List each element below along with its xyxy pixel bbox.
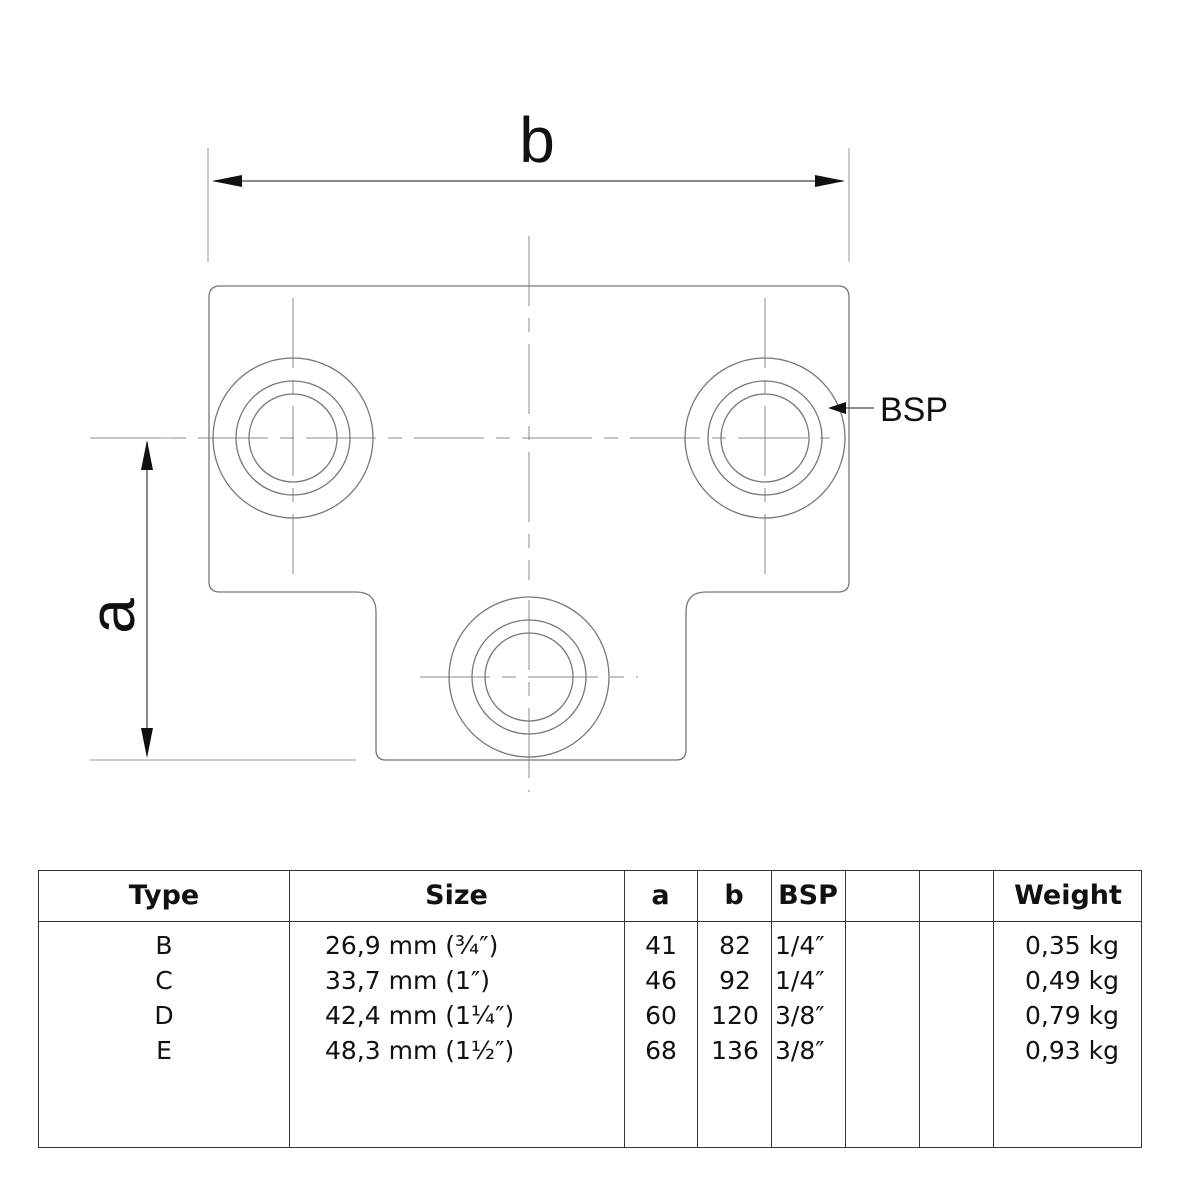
column-divider bbox=[919, 871, 920, 1147]
table-row: B 26,9 mm (¾″) 41 82 1/4″ 0,35 kg bbox=[39, 928, 1141, 964]
cell-b: 92 bbox=[719, 966, 751, 995]
header-a: a bbox=[651, 880, 670, 911]
right-socket bbox=[684, 357, 846, 519]
cell-weight: 0,35 kg bbox=[1025, 931, 1119, 960]
cell-a: 60 bbox=[645, 1001, 677, 1030]
column-divider bbox=[624, 871, 625, 1147]
center-lines bbox=[90, 236, 830, 792]
cell-size: 42,4 mm (1¼″) bbox=[325, 1001, 515, 1030]
header-b: b bbox=[724, 880, 744, 911]
technical-drawing: b a BSP bbox=[76, 104, 948, 792]
dimension-b-label: b bbox=[519, 104, 555, 176]
column-divider bbox=[993, 871, 994, 1147]
table-row: D 42,4 mm (1¼″) 60 120 3/8″ 0,79 kg bbox=[39, 998, 1141, 1034]
cell-bsp: 3/8″ bbox=[775, 1001, 825, 1030]
header-size: Size bbox=[425, 880, 488, 911]
column-divider bbox=[697, 871, 698, 1147]
cell-size: 48,3 mm (1½″) bbox=[325, 1036, 515, 1065]
cell-b: 82 bbox=[719, 931, 751, 960]
table-row: C 33,7 mm (1″) 46 92 1/4″ 0,49 kg bbox=[39, 963, 1141, 999]
bsp-label: BSP bbox=[880, 391, 948, 429]
cell-size: 26,9 mm (¾″) bbox=[325, 931, 499, 960]
header-weight: Weight bbox=[1014, 880, 1122, 911]
header-type: Type bbox=[128, 880, 200, 911]
column-divider bbox=[845, 871, 846, 1147]
cell-weight: 0,79 kg bbox=[1025, 1001, 1119, 1030]
cell-bsp: 1/4″ bbox=[775, 931, 825, 960]
cell-b: 136 bbox=[711, 1036, 759, 1065]
header-bsp: BSP bbox=[778, 880, 838, 911]
cell-type: D bbox=[154, 1001, 174, 1030]
dimension-b: b bbox=[207, 104, 850, 262]
cell-a: 46 bbox=[645, 966, 677, 995]
cell-type: C bbox=[155, 966, 173, 995]
cell-bsp: 1/4″ bbox=[775, 966, 825, 995]
cell-weight: 0,93 kg bbox=[1025, 1036, 1119, 1065]
cell-bsp: 3/8″ bbox=[775, 1036, 825, 1065]
header-separator bbox=[39, 921, 1141, 922]
dimension-a-label: a bbox=[76, 598, 148, 634]
cell-type: B bbox=[155, 931, 173, 960]
bottom-socket bbox=[448, 596, 610, 758]
column-divider bbox=[771, 871, 772, 1147]
column-divider bbox=[289, 871, 290, 1147]
bsp-callout: BSP bbox=[828, 391, 948, 429]
dimension-a: a bbox=[76, 437, 356, 761]
table-row: E 48,3 mm (1½″) 68 136 3/8″ 0,93 kg bbox=[39, 1033, 1141, 1069]
cell-weight: 0,49 kg bbox=[1025, 966, 1119, 995]
fitting-outline bbox=[208, 285, 850, 761]
spec-table: Type Size a b BSP Weight B 26,9 mm (¾″) … bbox=[38, 870, 1142, 1148]
cell-size: 33,7 mm (1″) bbox=[325, 966, 491, 995]
cell-a: 41 bbox=[645, 931, 677, 960]
cell-b: 120 bbox=[711, 1001, 759, 1030]
cell-a: 68 bbox=[645, 1036, 677, 1065]
cell-type: E bbox=[156, 1036, 172, 1065]
left-socket bbox=[212, 357, 374, 519]
header-blank-1 bbox=[845, 871, 919, 921]
header-blank-2 bbox=[919, 871, 993, 921]
